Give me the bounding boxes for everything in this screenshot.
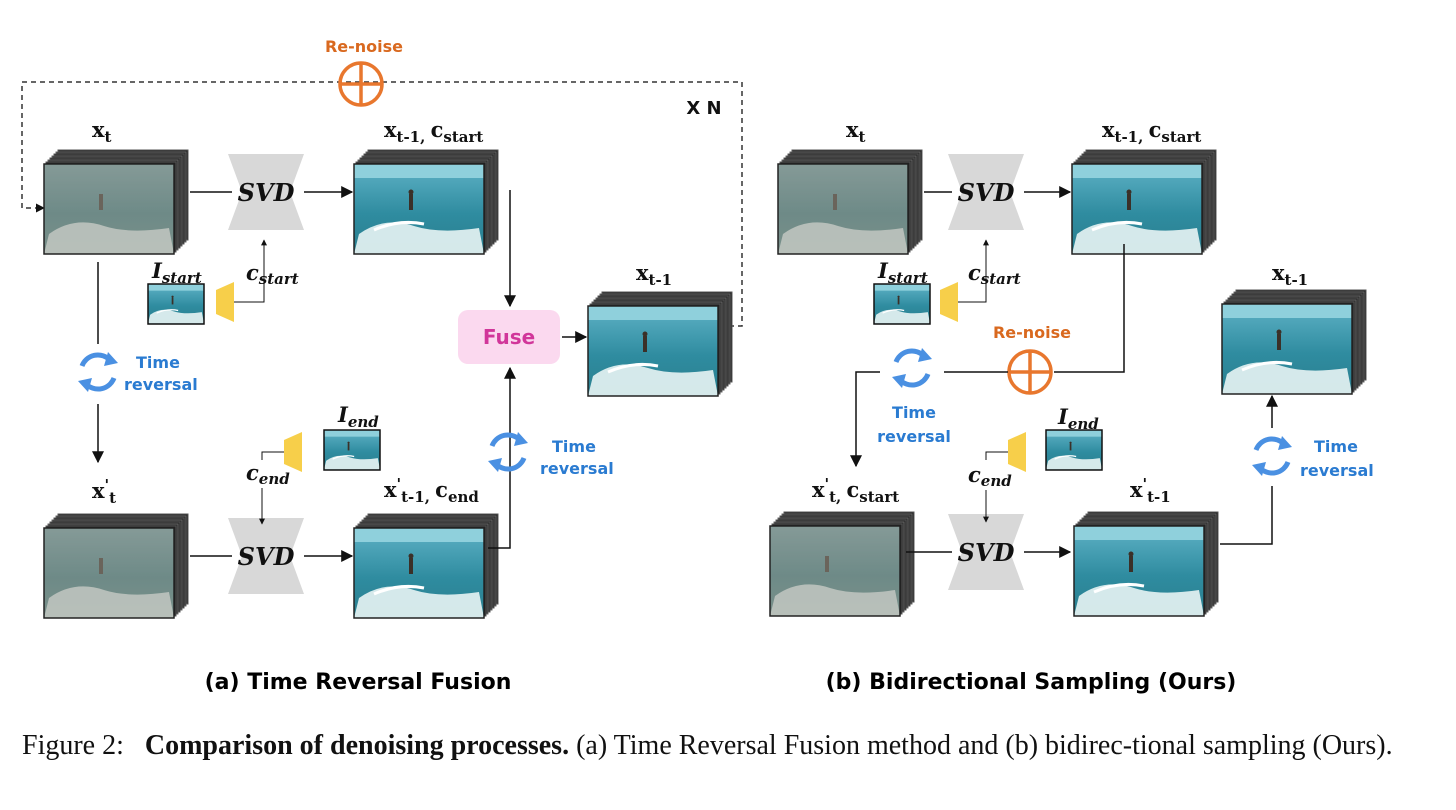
- svd-b-label-top: SVD: [958, 178, 1015, 207]
- panel-b-title: (b) Bidirectional Sampling (Ours): [826, 670, 1237, 695]
- encoder-b-start: [940, 282, 958, 322]
- label-x-t1: xt-1: [636, 260, 672, 289]
- label-xp-t: x't: [92, 476, 116, 507]
- label-b-i-start: Istart: [877, 258, 928, 287]
- label-i-start: Istart: [151, 258, 202, 287]
- panel-b: xt SVD xt-1, cstart Istart cstart Re-noi…: [770, 117, 1374, 695]
- label-b-x-t: xt: [846, 117, 866, 146]
- encoder-start: [216, 282, 234, 322]
- caption-rest: (a) Time Reversal Fusion method and (b) …: [569, 730, 1393, 761]
- stack-b-x-t1: [1222, 290, 1366, 394]
- renoise-label: Re-noise: [325, 37, 403, 56]
- time-reversal-label-2a: Time: [552, 437, 596, 456]
- label-i-end: Iend: [337, 402, 379, 431]
- stack-x-t1-cstart: [354, 150, 498, 254]
- svd-label-top: SVD: [238, 178, 295, 207]
- label-b-x-t1-cstart: xt-1, cstart: [1102, 117, 1201, 146]
- stack-xp-t1-cend: [354, 514, 498, 618]
- svd-label-bottom: SVD: [238, 542, 295, 571]
- stack-b-x-t1-cstart: [1072, 150, 1216, 254]
- time-reversal-b-2a: Time: [1314, 437, 1358, 456]
- thumb-i-end: [324, 430, 380, 470]
- panel-a-title: (a) Time Reversal Fusion: [205, 670, 512, 695]
- panel-a: Re-noise X N xt SVD xt-1, cstart Istart …: [21, 37, 743, 695]
- time-reversal-label-1b: reversal: [124, 375, 198, 394]
- fuse-block: [458, 310, 560, 364]
- renoise-icon: [338, 61, 384, 107]
- time-reversal-label-1a: Time: [136, 353, 180, 372]
- label-b-xp-t-cstart: x't, cstart: [812, 475, 899, 506]
- encoder-b-end: [1008, 432, 1026, 472]
- stack-b-xp-t1: [1074, 512, 1218, 616]
- label-x-t1-cstart: xt-1, cstart: [384, 117, 483, 146]
- label-x-t: xt: [92, 117, 112, 146]
- fuse-label: Fuse: [483, 325, 535, 349]
- time-reversal-label-2b: reversal: [540, 459, 614, 478]
- caption-prefix: Figure 2:: [22, 730, 124, 761]
- stack-x-t: [44, 150, 188, 254]
- thumb-i-start: [148, 284, 204, 324]
- stack-xp-t: [44, 514, 188, 618]
- cycle-icon: [78, 352, 118, 392]
- encoder-end: [284, 432, 302, 472]
- renoise-b-label: Re-noise: [993, 323, 1071, 342]
- figure-caption: Figure 2: Comparison of denoising proces…: [22, 728, 1422, 764]
- label-c-start: cstart: [246, 260, 299, 288]
- svd-b-label-bottom: SVD: [958, 538, 1015, 567]
- label-b-c-end: cend: [968, 462, 1012, 490]
- stack-b-xp-t: [770, 512, 914, 616]
- repeat-label: X N: [686, 98, 721, 119]
- thumb-b-i-end: [1046, 430, 1102, 470]
- caption-bold: Comparison of denoising processes.: [144, 730, 570, 761]
- label-xp-t1-cend: x't-1, cend: [384, 475, 479, 506]
- label-b-xp-t1: x't-1: [1130, 475, 1171, 506]
- label-c-end: cend: [246, 460, 290, 488]
- time-reversal-b-2b: reversal: [1300, 461, 1374, 480]
- cycle-b-icon-2: [1252, 436, 1292, 476]
- thumb-b-i-start: [874, 284, 930, 324]
- time-reversal-b-1a: Time: [892, 403, 936, 422]
- time-reversal-b-1b: reversal: [877, 427, 951, 446]
- label-b-i-end: Iend: [1057, 404, 1099, 433]
- label-b-c-start: cstart: [968, 260, 1021, 288]
- cycle-b-icon-1: [892, 348, 932, 388]
- stack-b-x-t: [778, 150, 922, 254]
- stack-x-t1: [588, 292, 732, 396]
- label-b-x-t1: xt-1: [1272, 260, 1308, 289]
- renoise-b-icon: [1007, 349, 1053, 395]
